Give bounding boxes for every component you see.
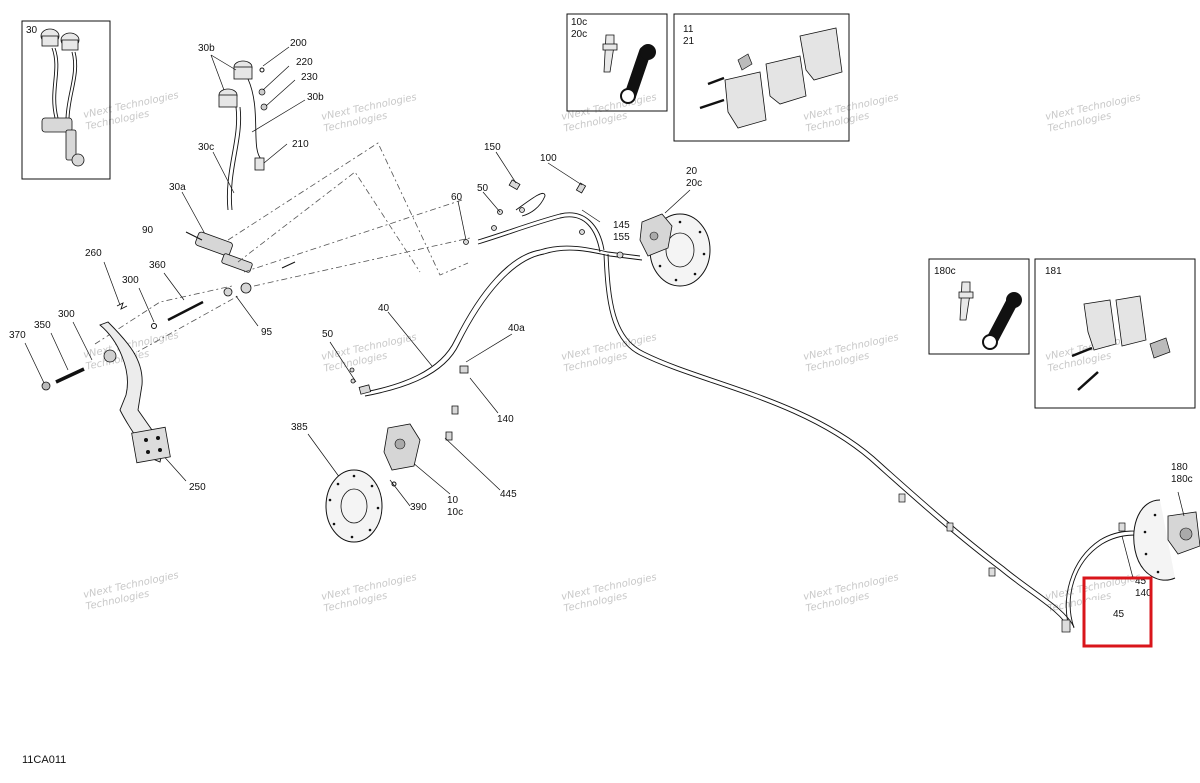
callout-250: 250 (189, 482, 206, 493)
callout-140-rear: 140 (1135, 588, 1152, 599)
callout-20c: 20c (686, 178, 702, 189)
dashed-routing-lines (94, 142, 471, 357)
callout-45-highlighted[interactable]: 45 (1113, 609, 1125, 620)
inset-bleeder-valve-front[interactable]: 10c 20c (566, 13, 668, 112)
rear-disc-caliper[interactable] (1133, 499, 1200, 581)
rear-line-clips (898, 493, 1126, 633)
callout-90: 90 (142, 225, 154, 236)
diagram-reference-code: 11CA011 (22, 754, 67, 766)
callout-300-b: 300 (58, 309, 75, 320)
highlight-box[interactable] (1082, 576, 1153, 648)
callout-50-b: 50 (322, 329, 334, 340)
callout-180c-box: 180c (934, 266, 956, 277)
callout-20: 20 (686, 166, 698, 177)
callout-40: 40 (378, 303, 390, 314)
callout-30b-top: 30b (198, 43, 215, 54)
callout-21: 21 (683, 36, 695, 47)
front-leader-lines (307, 151, 691, 507)
callout-150: 150 (484, 142, 501, 153)
callout-50-a: 50 (477, 183, 489, 194)
front-line-fittings (349, 179, 624, 441)
callout-181: 181 (1045, 266, 1062, 277)
callout-390: 390 (410, 502, 427, 513)
callout-30c: 30c (198, 142, 214, 153)
callout-260: 260 (85, 248, 102, 259)
master-cylinder[interactable] (185, 231, 296, 297)
callout-10: 10 (447, 495, 459, 506)
callout-220: 220 (296, 57, 313, 68)
callout-350: 350 (34, 320, 51, 331)
callout-10c: 10c (447, 507, 463, 518)
callout-95: 95 (261, 327, 273, 338)
brake-pedal[interactable] (41, 300, 204, 464)
callout-45-partial: 45 (1135, 576, 1147, 587)
front-right-disc-caliper[interactable] (639, 213, 711, 287)
linkage-leader-lines (24, 261, 259, 482)
callout-300-a: 300 (122, 275, 139, 286)
highlight-backdrop (1086, 600, 1132, 628)
inset-front-brake-pads[interactable]: 11 21 (673, 13, 850, 142)
callout-140: 140 (497, 414, 514, 425)
rear-leader-lines (1121, 491, 1185, 579)
callout-445: 445 (500, 489, 517, 500)
brake-fluid-reservoirs[interactable] (218, 60, 268, 211)
callout-385: 385 (291, 422, 308, 433)
front-left-disc-caliper[interactable] (325, 423, 421, 543)
inset-bleeder-valve-rear[interactable]: 180c (928, 258, 1030, 355)
callout-210: 210 (292, 139, 309, 150)
front-brake-lines[interactable] (364, 192, 643, 397)
callout-10c-box: 10c (571, 17, 587, 28)
inset-rear-brake-pads[interactable]: 181 (1034, 258, 1196, 409)
callout-180c: 180c (1171, 474, 1193, 485)
callout-30a: 30a (169, 182, 186, 193)
callout-20c-box: 20c (571, 29, 587, 40)
callout-230: 230 (301, 72, 318, 83)
callout-360: 360 (149, 260, 166, 271)
reservoir-leader-lines (181, 46, 306, 235)
callout-40a: 40a (508, 323, 525, 334)
callout-145: 145 (613, 220, 630, 231)
callout-370: 370 (9, 330, 26, 341)
callout-30b-mid: 30b (307, 92, 324, 103)
inset-master-cylinder[interactable]: 30 (21, 20, 111, 180)
callout-11: 11 (683, 24, 694, 35)
callout-200: 200 (290, 38, 307, 49)
callout-100: 100 (540, 153, 557, 164)
callout-155: 155 (613, 232, 630, 243)
callout-30: 30 (26, 25, 38, 36)
callout-60: 60 (451, 192, 463, 203)
callout-180: 180 (1171, 462, 1188, 473)
rear-brake-line[interactable] (603, 253, 1163, 631)
